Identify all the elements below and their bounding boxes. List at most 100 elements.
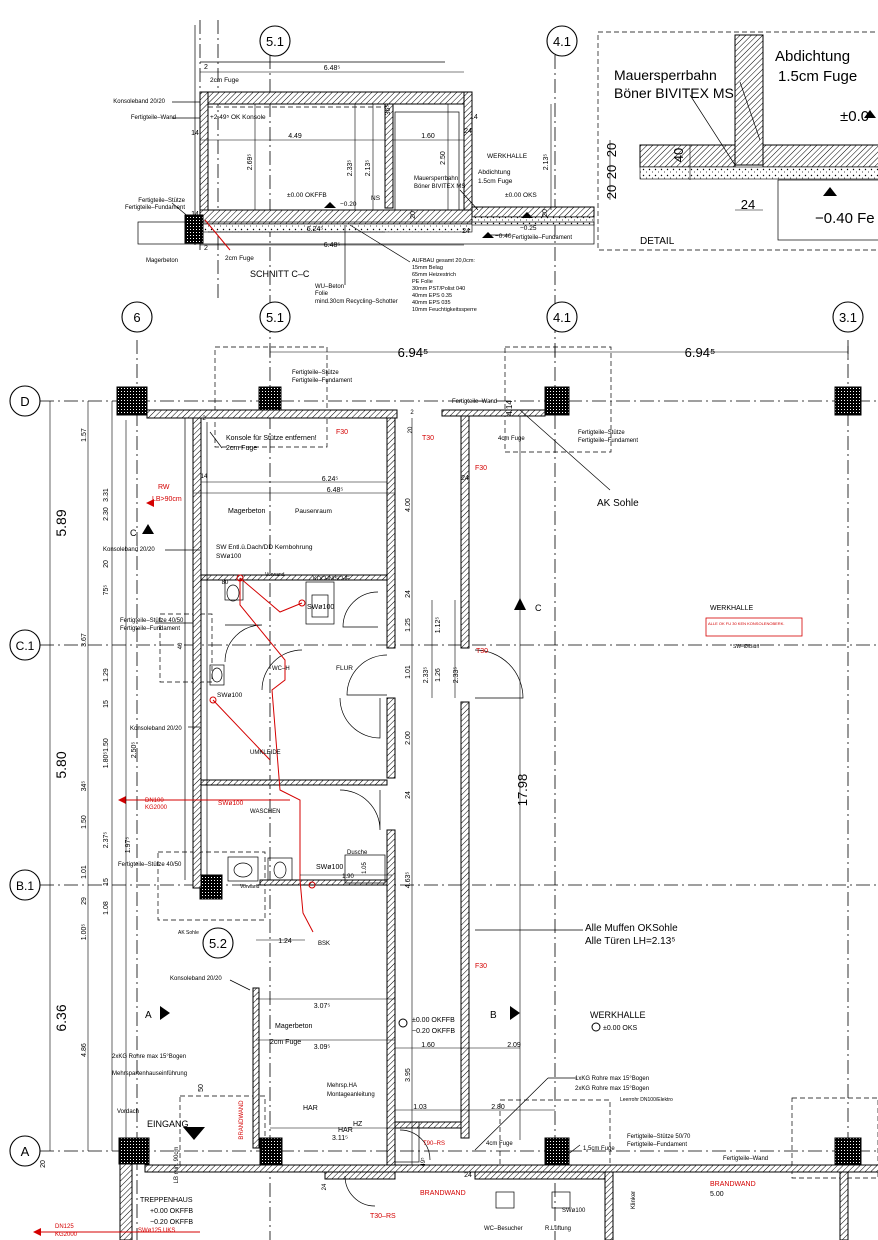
svg-text:4.1: 4.1 bbox=[553, 34, 571, 49]
svg-text:SWø100: SWø100 bbox=[562, 1208, 586, 1214]
svg-text:5.1: 5.1 bbox=[266, 34, 284, 49]
svg-text:2.30: 2.30 bbox=[103, 507, 110, 521]
plan-horizontal-dims: 6.24⁵ 6.48⁵ 4.00 24 1.25 24 1.12⁵ 1.01 1… bbox=[178, 400, 555, 1190]
svg-text:Fertigteile–Fundament: Fertigteile–Fundament bbox=[120, 626, 180, 632]
svg-text:Fertigteile–Fundament: Fertigteile–Fundament bbox=[125, 205, 185, 211]
section-title: SCHNITT C–C bbox=[250, 269, 310, 279]
svg-text:1.50: 1.50 bbox=[81, 815, 88, 829]
svg-text:−0.20: −0.20 bbox=[340, 201, 357, 208]
svg-text:−0.40: −0.40 bbox=[495, 233, 512, 240]
svg-text:LB min. 90cm: LB min. 90cm bbox=[174, 1147, 180, 1184]
svg-text:2xKG Rohre max 15°Bogen: 2xKG Rohre max 15°Bogen bbox=[112, 1054, 186, 1060]
axis-bubble-3-1: 3.1 bbox=[832, 301, 864, 333]
svg-text:2.69⁵: 2.69⁵ bbox=[247, 154, 254, 171]
svg-text:14: 14 bbox=[470, 114, 478, 121]
svg-text:70: 70 bbox=[269, 1148, 276, 1156]
drainage-lines bbox=[33, 499, 316, 1236]
svg-text:WC–Besucher: WC–Besucher bbox=[484, 1226, 523, 1232]
detail-view: Abdichtung 1.5cm Fuge Mauersperrbahn Bön… bbox=[597, 31, 878, 251]
detail-title: DETAIL bbox=[640, 236, 675, 247]
section-c-c: Konsoleband 20/20 Fertigteile–Wand +2.49… bbox=[113, 25, 595, 313]
axis-bubble-D: D bbox=[9, 385, 41, 417]
svg-text:6.94⁵: 6.94⁵ bbox=[398, 345, 429, 360]
svg-text:24: 24 bbox=[322, 1183, 328, 1190]
svg-text:Fertigteile–Wand: Fertigteile–Wand bbox=[452, 399, 497, 405]
svg-text:WERKHALLE: WERKHALLE bbox=[590, 1010, 646, 1020]
svg-text:2.37⁵: 2.37⁵ bbox=[103, 832, 110, 849]
svg-text:AK Sohle: AK Sohle bbox=[178, 930, 199, 936]
svg-text:RW: RW bbox=[158, 484, 170, 491]
svg-text:Abdichtung: Abdichtung bbox=[478, 169, 511, 176]
svg-text:1.01: 1.01 bbox=[81, 865, 88, 879]
svg-text:Leerrohr DN100/Elektro: Leerrohr DN100/Elektro bbox=[620, 1097, 673, 1103]
svg-text:B.1: B.1 bbox=[16, 879, 34, 893]
svg-text:Alle Türen LH=2.13⁵: Alle Türen LH=2.13⁵ bbox=[585, 936, 675, 947]
svg-text:4.14: 4.14 bbox=[505, 400, 514, 416]
svg-text:A: A bbox=[145, 1010, 152, 1021]
svg-text:Böner BIVITEX MS: Böner BIVITEX MS bbox=[414, 184, 465, 190]
svg-text:Mauersperrbahn: Mauersperrbahn bbox=[614, 67, 717, 83]
svg-text:2.13⁵: 2.13⁵ bbox=[543, 154, 550, 171]
section-layers-list: AUFBAU gesamt 20,0cm: 15mm Belag 65mm He… bbox=[412, 258, 477, 313]
svg-text:2: 2 bbox=[202, 416, 206, 422]
svg-text:2.50⁵: 2.50⁵ bbox=[131, 742, 138, 759]
svg-text:3.1: 3.1 bbox=[839, 310, 857, 325]
svg-text:AUFBAU gesamt 20,0cm:: AUFBAU gesamt 20,0cm: bbox=[412, 258, 475, 264]
svg-text:Mehrsp.HA: Mehrsp.HA bbox=[327, 1083, 357, 1089]
svg-text:30mm PST/Polist 040: 30mm PST/Polist 040 bbox=[412, 286, 465, 292]
svg-text:1.08: 1.08 bbox=[103, 901, 110, 915]
plan-dimensions-left: 5.89 5.80 6.36 17.98 bbox=[49, 401, 530, 1165]
svg-text:6.36: 6.36 bbox=[53, 1004, 69, 1031]
svg-text:F30: F30 bbox=[475, 963, 487, 970]
axis-bubble-4-1-top: 4.1 bbox=[546, 25, 578, 57]
svg-text:20: 20 bbox=[604, 185, 619, 199]
svg-text:Konsoleband 20/20: Konsoleband 20/20 bbox=[113, 99, 165, 105]
svg-text:4.63⁵: 4.63⁵ bbox=[405, 872, 412, 889]
svg-text:1.50: 1.50 bbox=[103, 738, 110, 752]
svg-text:1.5cm Fuge: 1.5cm Fuge bbox=[778, 68, 857, 85]
axis-bubble-5-2: 5.2 bbox=[202, 927, 234, 959]
svg-text:WASCHEN: WASCHEN bbox=[250, 809, 280, 815]
svg-text:24: 24 bbox=[405, 791, 412, 799]
svg-text:20: 20 bbox=[604, 165, 619, 179]
svg-text:T30: T30 bbox=[476, 648, 488, 655]
svg-text:SWø100: SWø100 bbox=[316, 864, 343, 871]
axis-bubble-6: 6 bbox=[121, 301, 153, 333]
svg-text:20: 20 bbox=[40, 1160, 47, 1168]
svg-text:Fertigteile–Stütze 40/50: Fertigteile–Stütze 40/50 bbox=[120, 618, 184, 624]
svg-text:±0.00 OKS: ±0.00 OKS bbox=[505, 192, 537, 199]
svg-text:3.31: 3.31 bbox=[103, 488, 110, 502]
svg-text:5.80: 5.80 bbox=[53, 751, 69, 778]
svg-text:Konsoleband 20/20: Konsoleband 20/20 bbox=[130, 726, 182, 732]
svg-text:36⁵: 36⁵ bbox=[385, 105, 392, 116]
svg-text:Vorwand: Vorwand bbox=[265, 572, 285, 578]
svg-text:2cm Fuge: 2cm Fuge bbox=[270, 1039, 301, 1046]
svg-text:40mm EPS 035: 40mm EPS 035 bbox=[412, 300, 451, 306]
svg-text:BRANDWAND: BRANDWAND bbox=[420, 1190, 466, 1197]
svg-text:24: 24 bbox=[741, 197, 755, 212]
svg-text:NS: NS bbox=[371, 195, 381, 202]
svg-text:−0.25: −0.25 bbox=[520, 225, 537, 232]
svg-text:SWø100: SWø100 bbox=[216, 553, 242, 560]
svg-text:1xKG Rohre max 15°Bogen: 1xKG Rohre max 15°Bogen bbox=[575, 1076, 649, 1082]
axis-bubble-5-1: 5.1 bbox=[259, 301, 291, 333]
svg-text:1.5cm Fuge: 1.5cm Fuge bbox=[583, 1146, 615, 1152]
svg-text:2cm Fuge: 2cm Fuge bbox=[225, 255, 254, 262]
left-dim-chain: 1.57 3.31 2.30 20 75⁵ 3.67 1.29 15 1.50 … bbox=[40, 428, 138, 1168]
svg-text:DN125: DN125 bbox=[55, 1224, 74, 1230]
svg-text:SWø125 UKS: SWø125 UKS bbox=[138, 1228, 175, 1234]
svg-text:F30: F30 bbox=[336, 429, 348, 436]
svg-text:2.80: 2.80 bbox=[491, 1104, 505, 1111]
svg-text:FLUR: FLUR bbox=[336, 665, 353, 672]
svg-text:1.5cm Fuge: 1.5cm Fuge bbox=[478, 178, 513, 185]
svg-text:20: 20 bbox=[103, 560, 110, 568]
svg-text:Fertigteile–Fundament: Fertigteile–Fundament bbox=[512, 235, 572, 241]
svg-text:Böner BIVITEX MS: Böner BIVITEX MS bbox=[614, 85, 734, 101]
svg-text:mind.30cm Recycling–Schotter: mind.30cm Recycling–Schotter bbox=[315, 299, 398, 305]
svg-text:SW–Ø/Bluff: SW–Ø/Bluff bbox=[733, 644, 760, 650]
svg-text:6.94⁵: 6.94⁵ bbox=[685, 345, 716, 360]
svg-text:−0.20 OKFFB: −0.20 OKFFB bbox=[412, 1028, 455, 1035]
axis-bubble-B1: B.1 bbox=[9, 869, 41, 901]
svg-text:3.07⁵: 3.07⁵ bbox=[314, 1003, 331, 1010]
svg-text:Vordach: Vordach bbox=[117, 1109, 139, 1115]
